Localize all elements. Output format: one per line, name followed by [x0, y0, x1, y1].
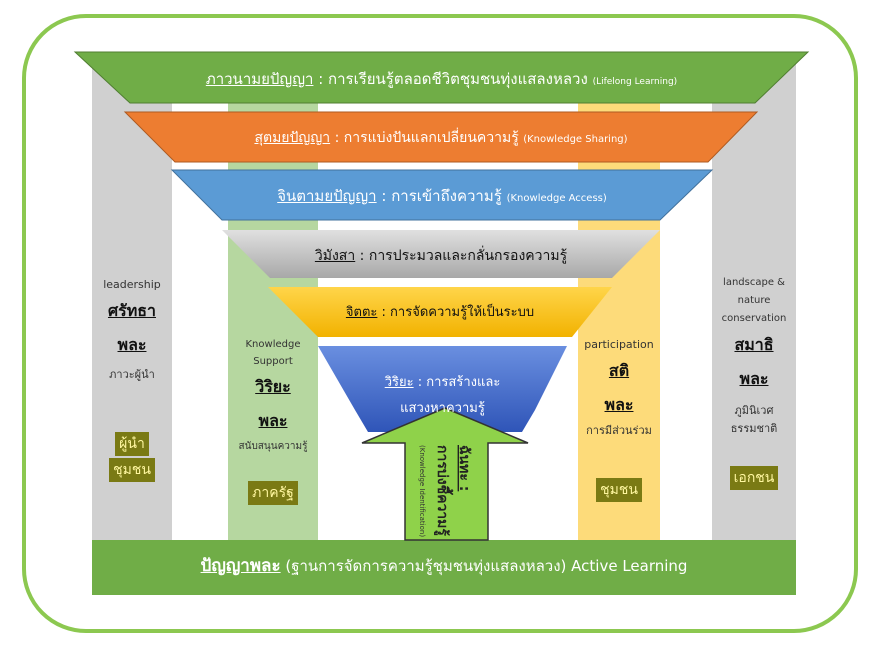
funnel-level-4	[222, 230, 660, 278]
pillar-th2: พละ	[117, 335, 147, 354]
base-bar	[92, 540, 796, 595]
arrow-desc: การบ่งชี้ความรู้	[434, 445, 454, 536]
level-en: (Knowledge Access)	[506, 193, 607, 204]
base-desc: (ฐานการจัดการความรู้ชุมชนทุ่งแสลงหลวง) A…	[280, 557, 688, 575]
funnel-level-6	[318, 346, 567, 432]
base-key: ปัญญาพละ	[200, 556, 281, 576]
pillar-th2: พละ	[739, 369, 769, 388]
pillar-th1: สมาธิ	[734, 335, 774, 354]
level-key: จิตตะ	[345, 305, 378, 320]
level-key: จินตามยปัญญา	[277, 187, 377, 205]
pillar-en: nature	[737, 295, 771, 306]
sep: :	[413, 375, 427, 390]
pillar-en: Knowledge	[245, 339, 301, 350]
sep: :	[330, 130, 344, 146]
base-text: ปัญญาพละ (ฐานการจัดการความรู้ชุมชนทุ่งแส…	[92, 555, 796, 577]
level-en: (Knowledge Sharing)	[523, 134, 628, 145]
pillar-knowledge-support-text: Knowledge Support วิริยะ พละ สนับสนุนควา…	[228, 336, 318, 505]
funnel-text-5: จิตตะ : การจัดความรู้ให้เป็นระบบ	[268, 304, 612, 322]
pillar-participation-text: participation สติ พละ การมีส่วนร่วม ชุมช…	[578, 336, 660, 502]
pillar-sub: ภาวะผู้นำ	[109, 368, 155, 381]
pillar-en: conservation	[721, 313, 787, 324]
arrow-key: ฉันทะ :	[456, 445, 472, 491]
sep: :	[313, 70, 329, 88]
pillar-en: landscape &	[723, 277, 785, 288]
level-desc: การเรียนรู้ตลอดชีวิตชุมชนทุ่งแสลงหลวง	[328, 70, 588, 88]
level-desc: การจัดความรู้ให้เป็นระบบ	[390, 305, 535, 320]
pillar-tag: ชุมชน	[109, 458, 155, 482]
pillar-th1: สติ	[608, 361, 630, 380]
up-arrow	[361, 407, 529, 541]
pillar-landscape-text: landscape & nature conservation สมาธิ พล…	[712, 274, 796, 490]
funnel-text-4: วิมังสา : การประมวลและกลั่นกรองความรู้	[222, 247, 660, 265]
funnel-text-6: วิริยะ : การสร้างและ แสวงหาความรู้	[318, 370, 567, 422]
pillar-en: participation	[584, 338, 654, 351]
funnel-level-2	[123, 111, 759, 163]
pillar-sub: สนับสนุนความรู้	[238, 441, 308, 452]
level-key: วิริยะ	[384, 375, 414, 390]
pillar-tag: ผู้นำ	[115, 432, 149, 456]
funnel-level-3	[170, 169, 714, 221]
pillar-tag: ชุมชน	[596, 478, 642, 502]
pillar-en: Support	[253, 356, 293, 367]
level-desc: การแบ่งปันแลกเปลี่ยนความรู้	[343, 130, 519, 146]
funnel-text-2: สุตมยปัญญา : การแบ่งปันแลกเปลี่ยนความรู้…	[125, 129, 757, 149]
arrow-text: ฉันทะ : การบ่งชี้ความรู้ (Knowledge Iden…	[418, 445, 472, 537]
level-desc2: แสวงหาความรู้	[400, 401, 485, 416]
funnel-text-1: ภาวนามยปัญญา : การเรียนรู้ตลอดชีวิตชุมชน…	[75, 70, 808, 91]
arrow-en: (Knowledge Identification)	[418, 445, 426, 537]
pillar-sub: ธรรมชาติ	[730, 422, 778, 435]
sep: :	[376, 187, 392, 205]
pillar-en: leadership	[103, 278, 161, 291]
sep: :	[377, 305, 391, 320]
pillar-leadership-text: leadership ศรัทธา พละ ภาวะผู้นำ ผู้นำ ชุ…	[92, 276, 172, 482]
funnel-level-5	[268, 287, 612, 337]
pillar-th2: พละ	[604, 395, 634, 414]
pillar-sub: การมีส่วนร่วม	[586, 424, 652, 437]
level-desc: การเข้าถึงความรู้	[391, 187, 502, 205]
funnel-text-3: จินตามยปัญญา : การเข้าถึงความรู้ (Knowle…	[172, 187, 712, 208]
level-en: (Lifelong Learning)	[592, 77, 678, 87]
pillar-th1: ศรัทธา	[107, 301, 157, 320]
pillar-tag: เอกชน	[729, 466, 779, 490]
pillar-th1: วิริยะ	[255, 377, 291, 396]
level-desc: การสร้างและ	[426, 375, 501, 390]
level-key: สุตมยปัญญา	[254, 130, 331, 146]
funnel-level-1	[73, 51, 810, 104]
level-desc: การประมวลและกลั่นกรองความรู้	[368, 248, 568, 264]
pillar-sub: ภูมินิเวศ	[734, 404, 774, 417]
level-key: ภาวนามยปัญญา	[205, 70, 314, 88]
sep: :	[355, 248, 369, 264]
pillar-tag: ภาครัฐ	[248, 481, 298, 505]
level-key: วิมังสา	[314, 248, 356, 264]
pillar-th2: พละ	[258, 411, 288, 430]
